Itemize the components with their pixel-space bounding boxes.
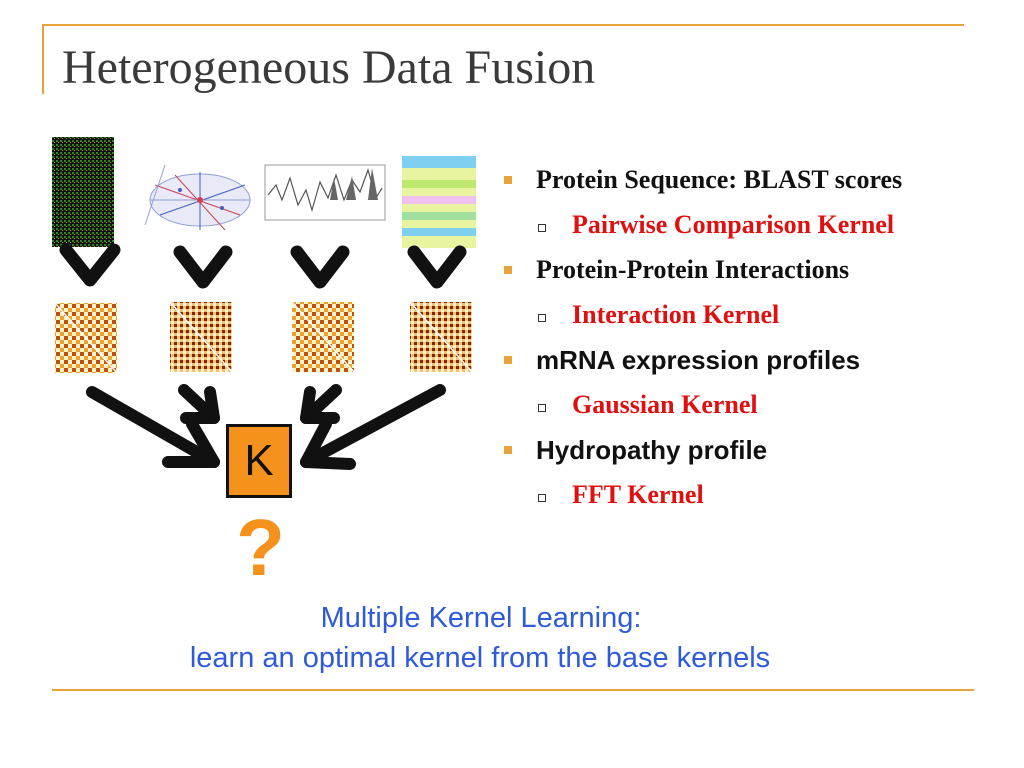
caption: Multiple Kernel Learning: learn an optim… (0, 598, 960, 678)
slide-title: Heterogeneous Data Fusion (62, 41, 596, 94)
frame-bottom-line (52, 689, 974, 691)
hollow-square-bullet-icon (538, 404, 546, 412)
kernel-matrix-4-icon (409, 301, 473, 373)
sub-bullet-text: Pairwise Comparison Kernel (572, 210, 895, 239)
frame-top-line (42, 24, 964, 26)
down-arrow-1-icon (59, 243, 121, 287)
kernel-symbol: K (244, 436, 274, 485)
down-arrow-3-icon (290, 245, 350, 289)
combined-kernel-box: K (226, 424, 292, 498)
sub-bullet-text: FFT Kernel (572, 480, 704, 509)
bullet-item: Protein Sequence: BLAST scores (498, 160, 998, 205)
frame-vertical-line (42, 24, 44, 94)
converge-arrow-4-icon (300, 384, 446, 470)
bullet-item: Hydropathy profile (498, 430, 998, 475)
microarray-heatmap-icon (52, 137, 114, 247)
hollow-square-bullet-icon (538, 314, 546, 322)
network-graph-icon (144, 164, 251, 231)
hollow-square-bullet-icon (538, 224, 546, 232)
converge-arrow-1-icon (86, 386, 220, 468)
sequence-alignment-icon (402, 156, 476, 248)
square-bullet-icon (504, 356, 512, 364)
down-arrow-4-icon (407, 245, 467, 289)
bullet-text: Protein-Protein Interactions (536, 255, 850, 284)
square-bullet-icon (504, 446, 512, 454)
question-mark: ? (236, 503, 285, 592)
sub-bullet-item: Gaussian Kernel (498, 385, 998, 430)
converge-arrow-3-icon (300, 384, 342, 424)
sub-bullet-item: FFT Kernel (498, 475, 998, 520)
sub-bullet-text: Gaussian Kernel (572, 390, 758, 419)
converge-arrow-2-icon (178, 384, 220, 424)
bullet-text: mRNA expression profiles (536, 345, 861, 375)
sub-bullet-item: Interaction Kernel (498, 295, 998, 340)
bullet-item: mRNA expression profiles (498, 340, 998, 385)
sub-bullet-text: Interaction Kernel (572, 300, 780, 329)
sub-bullet-item: Pairwise Comparison Kernel (498, 205, 998, 250)
bullet-text: Protein Sequence: BLAST scores (536, 165, 903, 194)
kernel-matrix-3-icon (291, 301, 355, 373)
caption-line-1: Multiple Kernel Learning: (320, 602, 642, 634)
line-plot-icon (264, 164, 386, 221)
kernel-matrix-1-icon (54, 302, 118, 374)
kernel-matrix-2-icon (169, 301, 233, 373)
caption-line-2: learn an optimal kernel from the base ke… (189, 642, 771, 674)
bullet-text: Hydropathy profile (536, 435, 768, 465)
bullet-list: Protein Sequence: BLAST scores Pairwise … (498, 160, 998, 520)
hollow-square-bullet-icon (538, 494, 546, 502)
square-bullet-icon (504, 266, 512, 274)
bullet-item: Protein-Protein Interactions (498, 250, 998, 295)
square-bullet-icon (504, 176, 512, 184)
down-arrow-2-icon (173, 245, 233, 289)
